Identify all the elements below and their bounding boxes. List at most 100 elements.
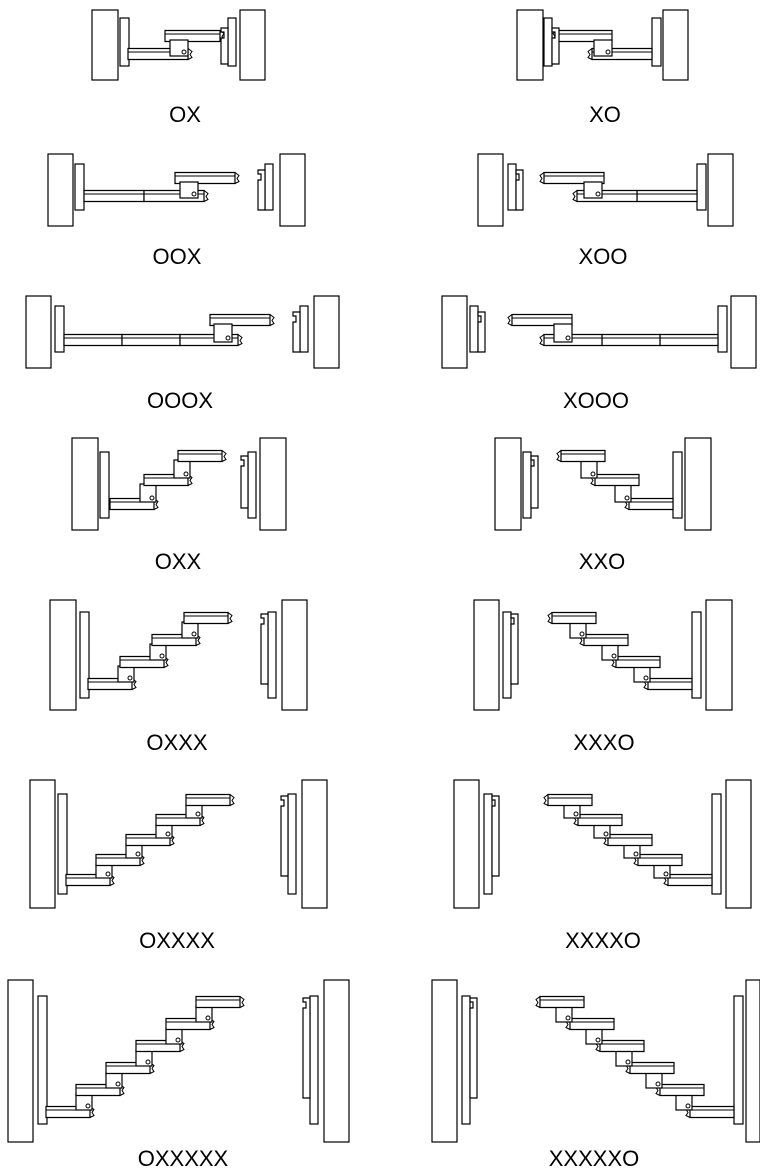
- stair-link-notch: [209, 1018, 215, 1030]
- wall-right: [313, 295, 340, 369]
- stair-link-notch: [89, 1106, 95, 1118]
- plate-left: [74, 163, 85, 211]
- plate-left: [79, 611, 90, 699]
- chain-link-notch: [203, 190, 209, 202]
- chain-jog-pin: [225, 335, 231, 341]
- stair-jog-pin: [579, 631, 585, 637]
- stair-link-top: [560, 449, 606, 463]
- chain-link: [121, 333, 181, 347]
- label-row3-left: OOOX: [147, 388, 213, 413]
- stair-jog-pin: [149, 495, 155, 501]
- plate-left: [37, 995, 48, 1125]
- plate-right: [711, 793, 722, 895]
- chain-link-notch: [539, 334, 545, 346]
- wall-right: [239, 9, 266, 81]
- wall-left: [25, 295, 52, 369]
- assembly-1: [91, 9, 266, 81]
- plate-left: [543, 17, 553, 67]
- chain-link-top-notch: [507, 314, 513, 326]
- assembly-7: [71, 437, 287, 531]
- assembly-11: [29, 779, 328, 909]
- chain-link: [543, 333, 603, 347]
- stair-jog-pin: [115, 1081, 121, 1087]
- plate-right: [309, 995, 319, 1125]
- stair-jog-pin: [595, 1037, 601, 1043]
- stair-link: [569, 1017, 615, 1031]
- assembly-14: [431, 979, 760, 1143]
- stair-jog-pin: [159, 653, 165, 659]
- wall-right: [279, 153, 306, 227]
- end-bracket: [260, 613, 269, 685]
- end-bracket: [220, 27, 229, 65]
- configuration-drawings: [7, 9, 760, 1143]
- stair-jog-pin: [685, 1103, 691, 1109]
- stair-link-notch: [131, 678, 137, 690]
- stair-link: [583, 633, 629, 647]
- configuration-labels: OX XO OOX XOO OOOX XOOO OXX XXO OXXX XXX…: [138, 102, 641, 1171]
- plate-right: [672, 451, 683, 519]
- wall-right: [745, 979, 760, 1143]
- stair-link-notch: [139, 854, 145, 866]
- stair-jog-pin: [624, 495, 630, 501]
- end-bracket: [240, 455, 249, 509]
- stair-jog-pin: [165, 831, 171, 837]
- end-bracket: [530, 455, 539, 509]
- plate-left: [119, 17, 130, 67]
- label-row4-right: XXO: [579, 549, 625, 574]
- wall-right: [281, 599, 308, 711]
- chain-link-notch: [237, 334, 243, 346]
- stair-jog-pin: [135, 851, 141, 857]
- chain-link: [659, 333, 719, 347]
- label-row6-right: XXXXO: [565, 928, 641, 953]
- chain-jog-pin: [181, 49, 187, 55]
- label-row2-right: XOO: [579, 244, 628, 269]
- stair-link-notch: [169, 834, 175, 846]
- stair-jog-pin: [565, 1015, 571, 1021]
- wall-left: [29, 779, 56, 909]
- end-bracket: [257, 169, 266, 211]
- chain-link-top-notch: [234, 172, 240, 184]
- chain-jog: [593, 39, 613, 57]
- chain-jog: [553, 323, 573, 343]
- chain-jog-pin: [605, 49, 611, 55]
- stair-link: [577, 813, 623, 827]
- assembly-12: [453, 779, 752, 909]
- label-row4-left: OXX: [155, 549, 202, 574]
- stair-jog-pin: [175, 1037, 181, 1043]
- chain-link: [601, 333, 661, 347]
- plate-right: [717, 305, 728, 353]
- stair-link-notch: [195, 634, 201, 646]
- stair-link-notch: [163, 656, 169, 668]
- assembly-4: [477, 153, 734, 227]
- stair-link: [629, 1061, 675, 1075]
- wall-left: [431, 979, 458, 1143]
- wall-left: [453, 779, 480, 909]
- chain-link: [63, 333, 123, 347]
- stair-link-notch: [153, 498, 159, 510]
- stair-link-top-notch: [535, 996, 541, 1008]
- chain-jog: [169, 39, 189, 57]
- wall-left: [494, 437, 522, 531]
- stair-link: [647, 677, 693, 691]
- plate-right: [299, 305, 309, 353]
- stair-link-top: [539, 995, 585, 1009]
- wall-left: [49, 599, 77, 711]
- wall-right: [730, 295, 757, 369]
- end-bracket: [510, 613, 519, 685]
- label-row7-right: XXXXXO: [549, 1146, 639, 1171]
- plate-right: [264, 163, 274, 211]
- stair-link: [689, 1105, 735, 1119]
- stair-link-top-notch: [547, 612, 553, 624]
- assembly-10: [473, 599, 733, 711]
- plate-left: [461, 995, 471, 1125]
- label-row6-left: OXXXX: [139, 928, 215, 953]
- stair-link-top: [551, 611, 597, 625]
- stair-link-notch: [187, 474, 193, 486]
- stair-link-top-notch: [221, 450, 227, 462]
- plate-left: [469, 305, 479, 353]
- stair-link: [659, 1083, 705, 1097]
- stair-link: [599, 1039, 645, 1053]
- wall-left: [47, 153, 74, 227]
- stair-jog-pin: [183, 471, 189, 477]
- chain-jog: [179, 181, 199, 199]
